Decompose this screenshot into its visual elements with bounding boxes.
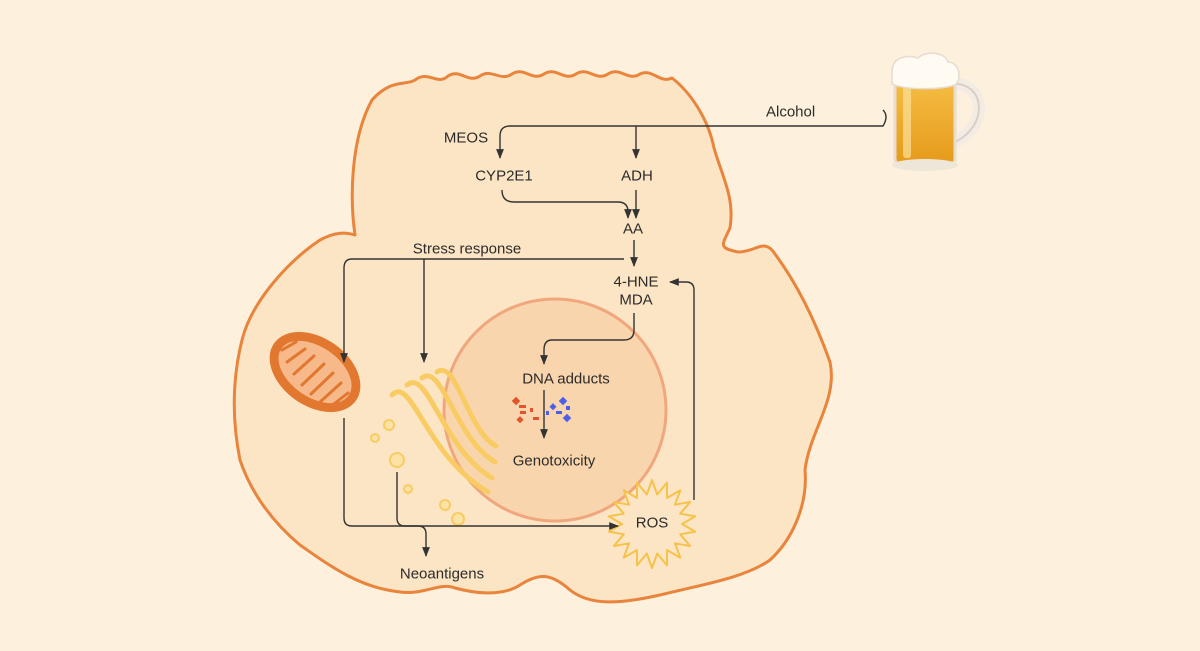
hne-label: 4-HNE [613, 273, 659, 291]
ros-starburst-icon [607, 479, 697, 569]
arrow-mito-ros [343, 418, 619, 530]
mda-label: MDA [619, 291, 653, 309]
genotoxicity-label: Genotoxicity [512, 452, 596, 470]
arrow-stress-mito [340, 258, 624, 363]
arrow-alcohol-branch [496, 109, 887, 159]
arrow-hne-dna [540, 313, 635, 365]
mitochondrion-icon [269, 332, 361, 412]
meos-label: MEOS [443, 129, 489, 147]
adh-label: ADH [621, 167, 653, 185]
ros-label: ROS [635, 514, 669, 532]
aa-label: AA [622, 220, 644, 238]
beer-mug-icon [891, 52, 985, 171]
stress-response-label: Stress response [412, 240, 522, 258]
dna-adduct-icon [511, 396, 572, 424]
golgi-apparatus-icon [389, 367, 499, 495]
nucleus [442, 297, 668, 523]
arrow-cyp2e1-aa [501, 189, 632, 219]
neoantigens-label: Neoantigens [399, 565, 485, 583]
alcohol-label: Alcohol [766, 103, 816, 121]
arrows [340, 109, 887, 557]
dna-adducts-label: DNA adducts [522, 370, 610, 388]
arrow-golgi-neoantigens [396, 472, 430, 557]
arrow-ros-hne [669, 278, 695, 500]
cyp2e1-label: CYP2E1 [475, 167, 533, 185]
